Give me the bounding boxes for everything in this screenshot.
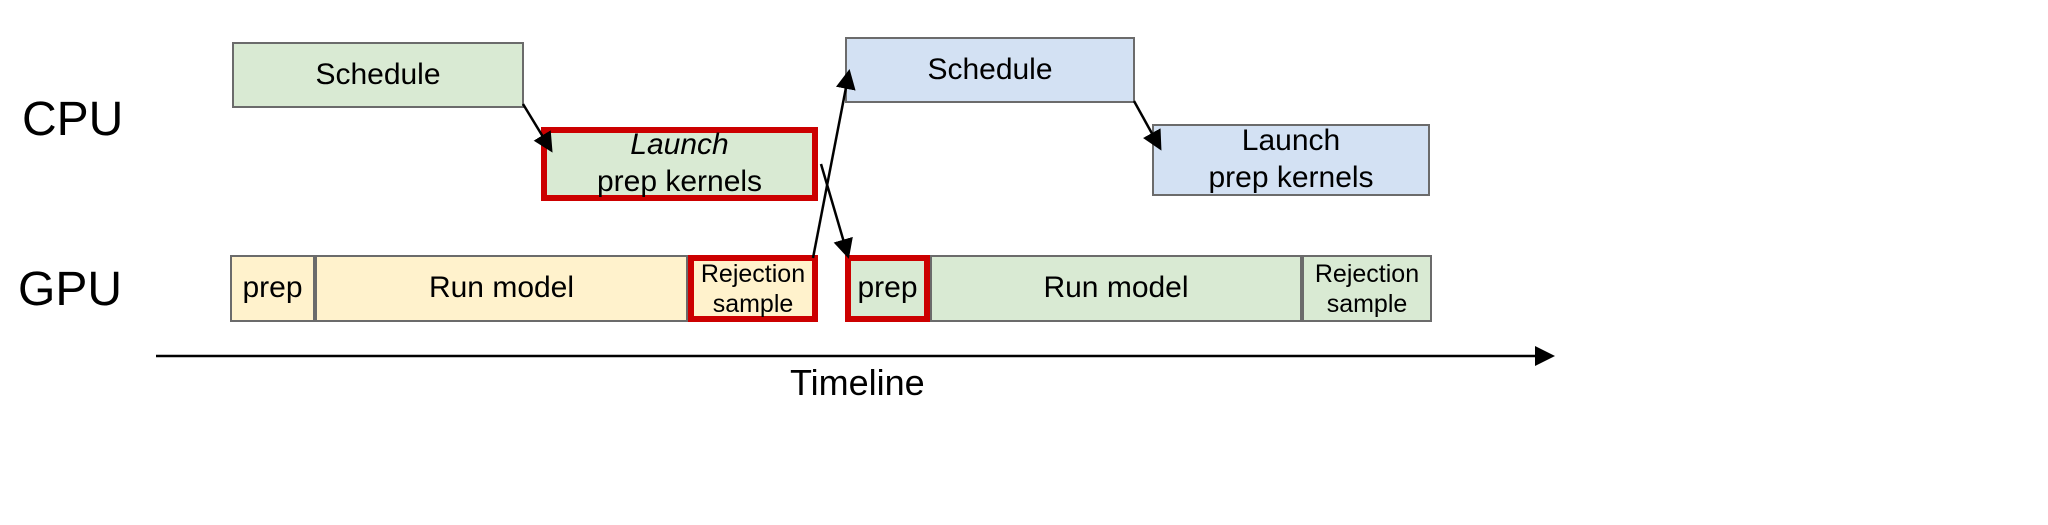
- gpu-rejection-sample-2-box: Rejection sample: [1302, 255, 1432, 322]
- cpu-launch-2-line2: prep kernels: [1208, 161, 1374, 194]
- gpu-row-label: GPU: [18, 263, 123, 316]
- gpu-prep-2-box-highlighted: prep: [845, 255, 930, 322]
- cpu-schedule-1-box: Schedule: [232, 42, 524, 108]
- cpu-launch-2-box: Launch prep kernels: [1152, 124, 1430, 196]
- timeline-axis-label: Timeline: [790, 362, 925, 403]
- cpu-schedule-1-label: Schedule: [315, 57, 441, 91]
- cpu-launch-1-line2: prep kernels: [596, 165, 763, 198]
- gpu-prep-1-box: prep: [230, 255, 315, 322]
- cpu-launch-2-line1: Launch: [1241, 124, 1341, 158]
- arrow-rejection1-to-schedule2: [811, 69, 856, 259]
- gpu-rejection-sample-1-box-highlighted: Rejection sample: [688, 255, 818, 322]
- cpu-row-label: CPU: [22, 93, 124, 146]
- arrow-launch1-to-prep2: [819, 163, 853, 259]
- gpu-run-model-1-box: Run model: [315, 255, 688, 322]
- gpu-run-model-2-box: Run model: [930, 255, 1302, 322]
- gpu-prep-1-label: prep: [242, 271, 303, 305]
- gpu-prep-2-label: prep: [857, 271, 918, 305]
- cpu-schedule-2-label: Schedule: [927, 52, 1053, 86]
- gpu-rejection-2-line1: Rejection: [1314, 259, 1420, 288]
- gpu-rejection-1-line1: Rejection: [700, 259, 806, 288]
- cpu-launch-1-box-highlighted: Launch prep kernels: [541, 127, 818, 201]
- gpu-run-model-2-label: Run model: [1043, 271, 1189, 305]
- gpu-rejection-1-line2: sample: [712, 289, 794, 318]
- gpu-run-model-1-label: Run model: [428, 271, 575, 305]
- gpu-rejection-2-line2: sample: [1326, 289, 1408, 318]
- cpu-launch-1-line1: Launch: [630, 128, 729, 162]
- cpu-schedule-2-box: Schedule: [845, 37, 1135, 103]
